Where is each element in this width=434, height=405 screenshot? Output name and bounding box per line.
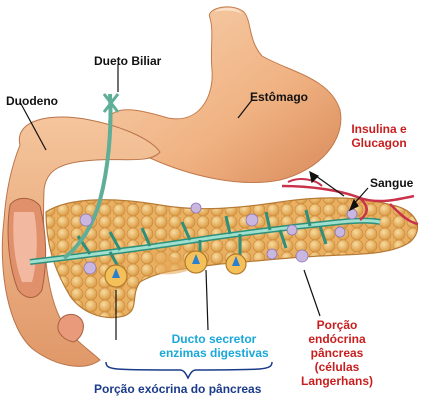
label-ducto-line1: Ducto secretor <box>171 332 257 346</box>
label-sangue: Sangue <box>370 176 414 190</box>
label-ducto-secretor: Ducto secretor enzimas digestivas <box>152 332 276 360</box>
label-endocrina-line5: Langerhans) <box>300 374 373 388</box>
label-dueto-biliar: Dueto Biliar <box>94 54 162 68</box>
bile-duct <box>62 93 113 260</box>
label-insulina-line1: Insulina e <box>351 122 407 136</box>
label-porcao-endocrina: Porção endócrina pâncreas (células Lange… <box>294 318 380 388</box>
label-porcao-exocrina: Porção exócrina do pâncreas <box>94 382 262 396</box>
label-endocrina-line1: Porção <box>316 318 358 332</box>
label-insulina-glucagon: Insulina e Glucagon <box>342 122 416 150</box>
blood-vessel <box>281 184 419 226</box>
label-estomago: Estômago <box>250 90 309 104</box>
langerhans-islets <box>79 202 358 275</box>
label-ducto-line2: enzimas digestivas <box>159 346 269 360</box>
label-insulina-line2: Glucagon <box>351 136 407 150</box>
label-duodeno: Duodeno <box>6 94 58 108</box>
label-endocrina-line2: endócrina <box>308 332 366 346</box>
exocrine-bracket <box>105 361 273 380</box>
label-endocrina-line4: (células <box>314 360 360 374</box>
label-endocrina-line3: pâncreas <box>310 346 364 360</box>
stomach <box>108 6 342 183</box>
